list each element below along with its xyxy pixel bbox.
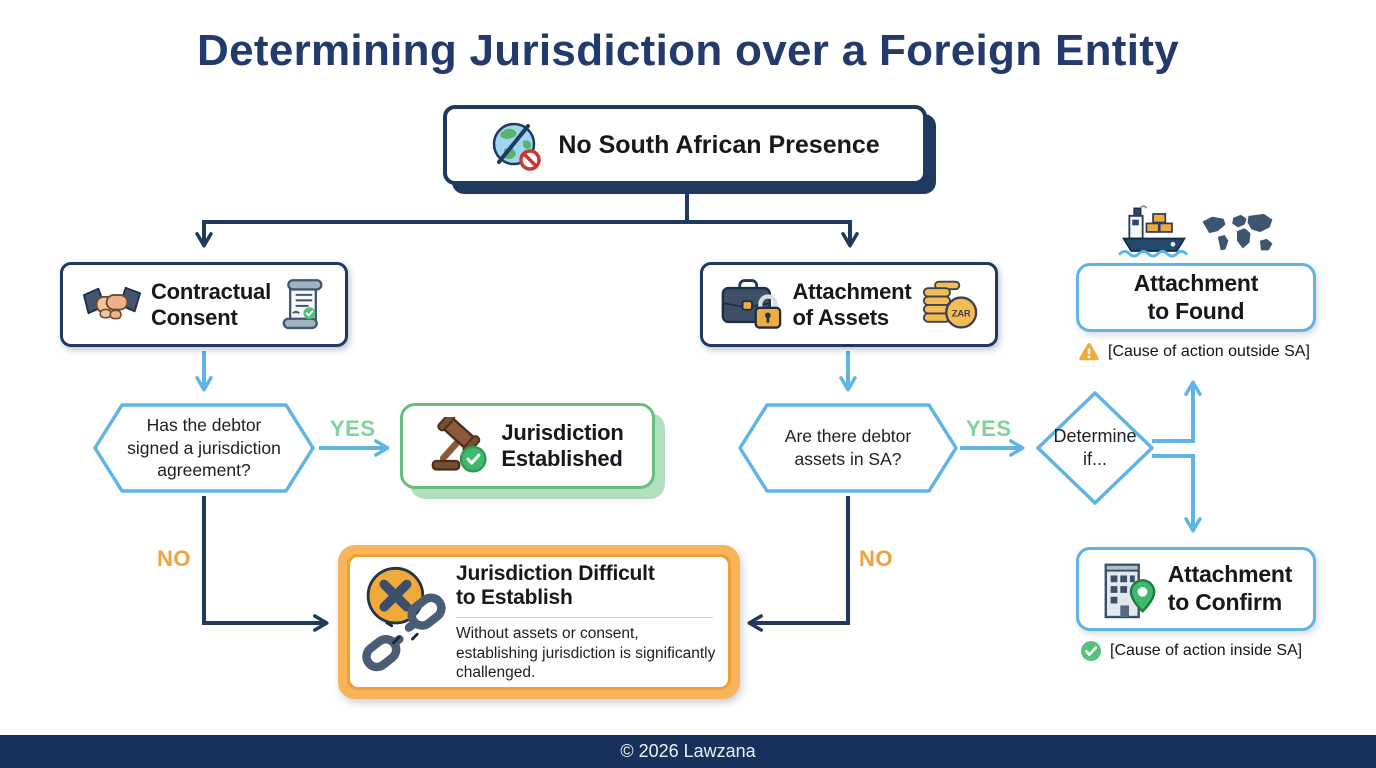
handshake-icon	[82, 283, 141, 327]
hexagon-shape	[93, 403, 315, 493]
node-jurisdiction-difficult-card: Jurisdiction Difficult to Establish With…	[347, 554, 731, 690]
node-contractual-consent: Contractual Consent	[60, 262, 348, 347]
contract-scroll-icon	[281, 277, 325, 333]
cargo-ship-icon	[1118, 204, 1190, 258]
decision-determine-if-label: Determine if...	[1053, 425, 1137, 469]
node-attachment-to-found-label: Attachment to Found	[1133, 269, 1259, 324]
edge-determine-to-confirm	[1152, 454, 1202, 533]
edge-no-left	[202, 496, 329, 632]
zar-coins-icon: ZAR	[922, 279, 978, 331]
node-attachment-to-confirm: Attachment to Confirm	[1076, 547, 1316, 631]
decision-jurisdiction-agreement-label: Has the debtor signed a jurisdiction agr…	[127, 414, 281, 481]
node-jurisdiction-established: Jurisdiction Established	[400, 403, 655, 489]
node-jurisdiction-difficult-description: Without assets or consent, establishing …	[456, 625, 716, 682]
no-label-right: NO	[859, 546, 893, 571]
node-no-sa-presence: No South African Presence	[443, 105, 927, 185]
building-pin-icon	[1100, 557, 1158, 621]
node-attachment-to-confirm-label: Attachment to Confirm	[1167, 561, 1293, 615]
blocked-globe-icon	[490, 119, 542, 171]
found-decor-icons	[1118, 204, 1276, 258]
zar-coin-label: ZAR	[951, 308, 970, 318]
hexagon-shape	[738, 403, 958, 493]
footer-copyright: © 2026 Lawzana	[620, 741, 756, 761]
check-circle-icon	[1080, 640, 1102, 662]
decision-debtor-assets-label: Are there debtor assets in SA?	[784, 426, 912, 469]
yes-label-left: YES	[330, 416, 376, 441]
divider	[456, 616, 713, 619]
node-jurisdiction-difficult: Jurisdiction Difficult to Establish With…	[338, 545, 740, 699]
node-no-sa-presence-label: No South African Presence	[558, 130, 880, 159]
node-jurisdiction-established-label: Jurisdiction Established	[501, 420, 624, 471]
world-map-icon	[1198, 212, 1276, 258]
diamond-shape	[1036, 391, 1154, 505]
edge-determine-to-found	[1152, 380, 1202, 443]
yes-label-right: YES	[966, 416, 1012, 441]
edge-no-right	[747, 496, 850, 632]
warning-icon	[1078, 342, 1100, 362]
page-title: Determining Jurisdiction over a Foreign …	[197, 26, 1179, 75]
briefcase-lock-icon	[720, 278, 782, 332]
footer-bar: © 2026 Lawzana	[0, 735, 1376, 768]
node-jurisdiction-difficult-text: Jurisdiction Difficult to Establish With…	[456, 562, 718, 683]
broken-chain-icon	[354, 563, 452, 681]
node-attachment-of-assets: Attachment of Assets ZAR	[700, 262, 998, 347]
caption-inside-sa-text: [Cause of action inside SA]	[1110, 642, 1303, 659]
node-attachment-of-assets-label: Attachment of Assets	[792, 279, 912, 330]
caption-outside-sa-text: [Cause of action outside SA]	[1108, 343, 1310, 360]
node-jurisdiction-difficult-title: Jurisdiction Difficult to Establish	[456, 561, 655, 609]
no-label-left: NO	[157, 546, 191, 571]
gavel-check-icon	[431, 417, 491, 475]
decision-determine-if: Determine if...	[1035, 390, 1155, 506]
caption-outside-sa: [Cause of action outside SA]	[1078, 342, 1310, 362]
decision-debtor-assets: Are there debtor assets in SA?	[737, 402, 959, 494]
caption-inside-sa: [Cause of action inside SA]	[1080, 640, 1302, 662]
node-attachment-to-found: Attachment to Found	[1076, 263, 1316, 332]
decision-jurisdiction-agreement: Has the debtor signed a jurisdiction agr…	[92, 402, 316, 494]
node-contractual-consent-label: Contractual Consent	[150, 279, 272, 330]
